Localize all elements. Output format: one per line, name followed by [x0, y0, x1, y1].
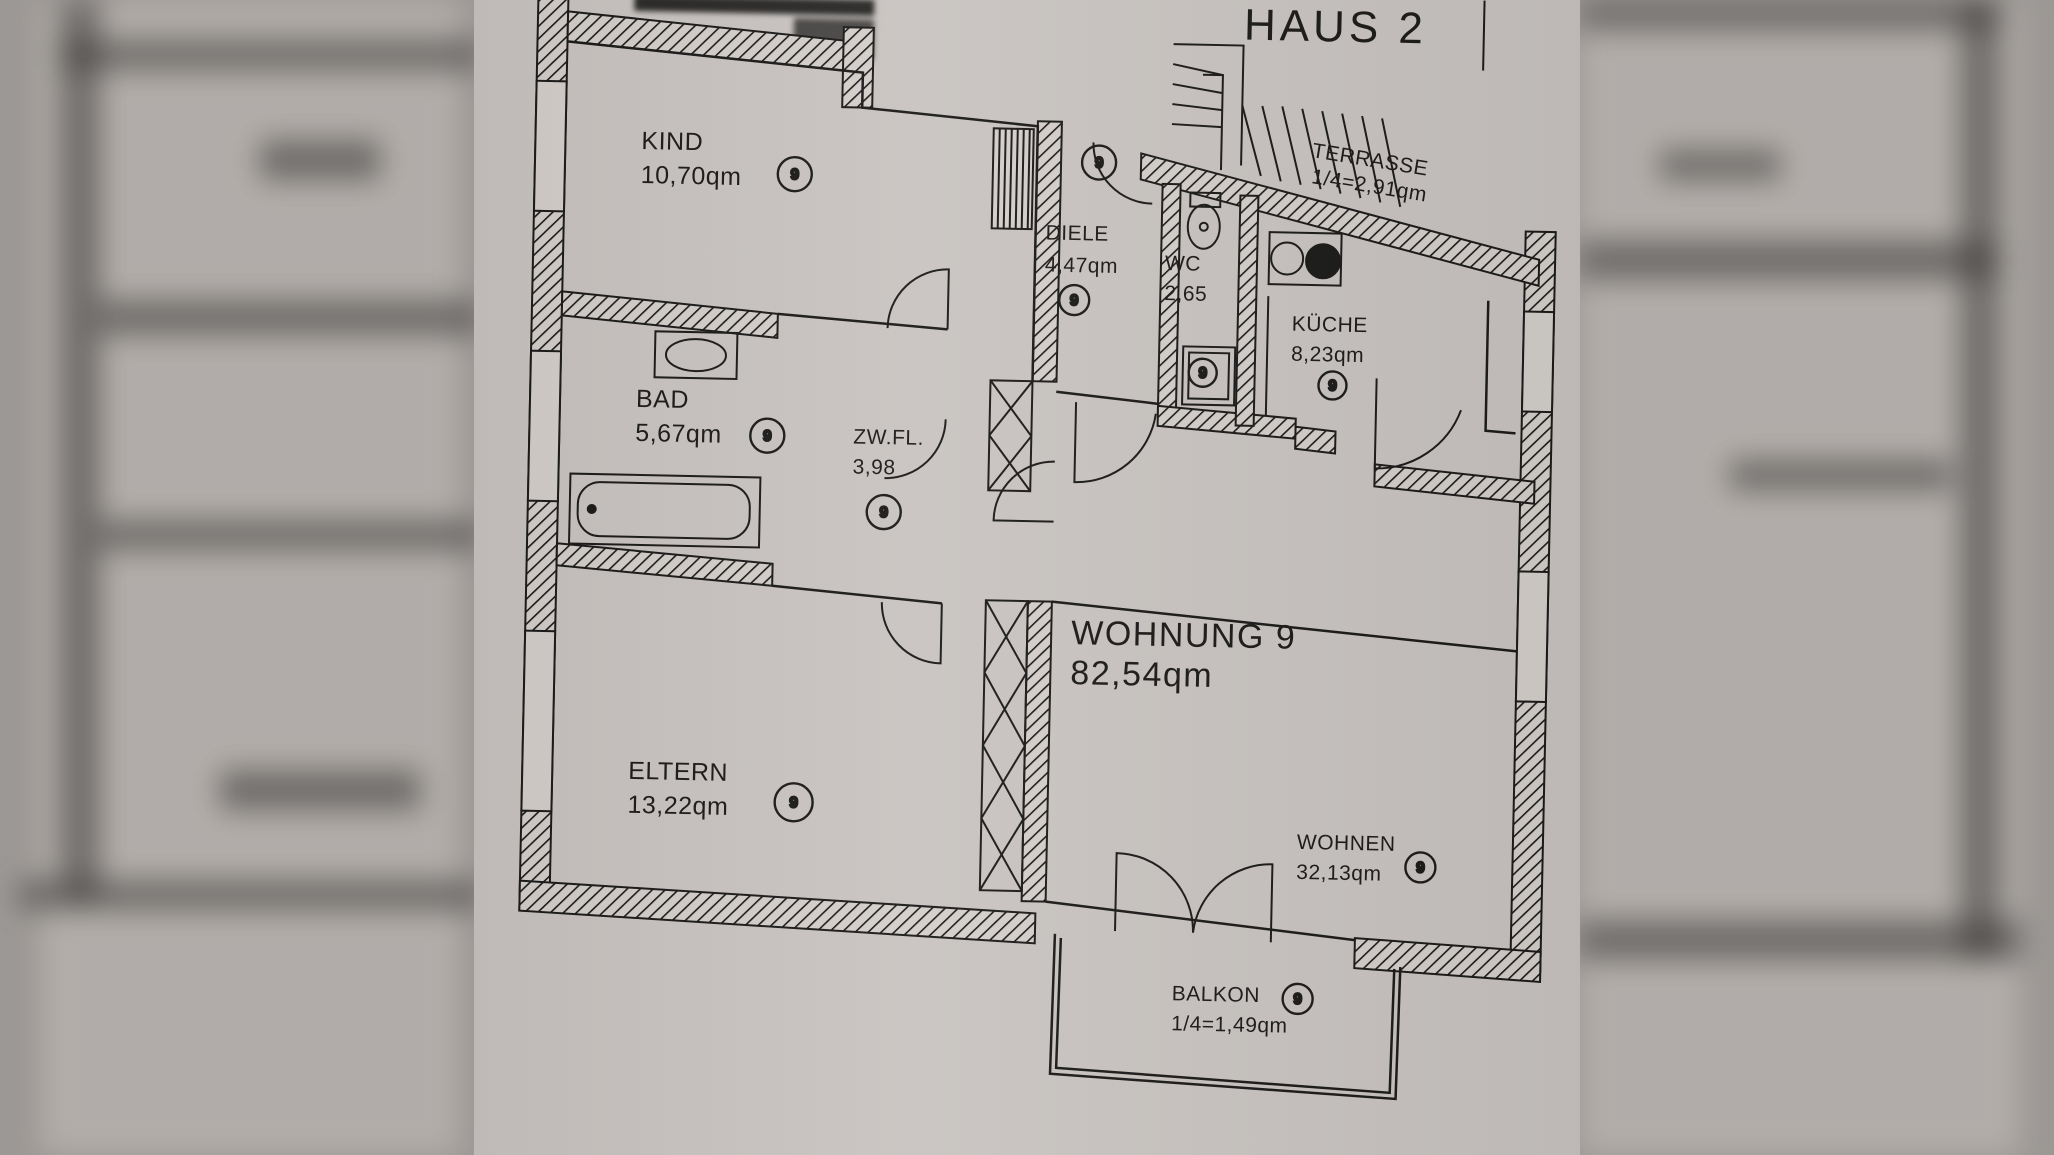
unit-badge: 9	[1281, 982, 1314, 1016]
svg-text:9: 9	[789, 794, 798, 811]
unit-badge: 9	[1187, 357, 1218, 388]
room-area-diele: 4,47qm	[1045, 253, 1119, 278]
room-area-balkon: 1/4=1,49qm	[1171, 1012, 1288, 1037]
room-area-wohnen: 32,13qm	[1296, 861, 1382, 886]
unit-badge: 9	[749, 417, 786, 454]
unit-badge: 9	[1058, 283, 1091, 317]
room-area-bad: 5,67qm	[635, 419, 722, 449]
room-label-wohnen: WOHNEN	[1297, 831, 1396, 856]
unit-badge: 9	[776, 155, 813, 193]
svg-text:9: 9	[1070, 292, 1079, 309]
unit-badge: 9	[1317, 370, 1348, 401]
building-label: HAUS 2	[1243, 1, 1427, 54]
vent-grille	[990, 127, 1035, 231]
unit-badge: 9	[1404, 851, 1437, 884]
room-outlines	[567, 40, 1518, 942]
room-label-diele: DIELE	[1045, 221, 1109, 245]
svg-text:9: 9	[763, 428, 772, 445]
svg-text:9: 9	[1095, 154, 1104, 171]
unit-badge: 9	[865, 493, 902, 531]
floor-plan-sheet: HAUS 2 KIND 10,70qm DIELE 4,47qm WC 2,65…	[474, 0, 1580, 1155]
unit-badge: 9	[773, 782, 814, 823]
room-area-kueche: 8,23qm	[1291, 343, 1365, 368]
room-label-kueche: KÜCHE	[1292, 313, 1368, 338]
room-label-zwfl: ZW.FL.	[853, 425, 924, 449]
room-label-eltern: ELTERN	[628, 757, 728, 787]
svg-text:9: 9	[1198, 365, 1207, 382]
unit-area: 82,54qm	[1070, 654, 1214, 695]
balcony-outline	[1048, 933, 1402, 1101]
unit-number-badges: 9 9 9 9 9	[749, 144, 1437, 1016]
room-area-zwfl: 3,98	[852, 455, 895, 479]
floor-plan-drawing: HAUS 2 KIND 10,70qm DIELE 4,47qm WC 2,65…	[518, 0, 1557, 1101]
svg-text:9: 9	[1416, 859, 1425, 876]
unit-badge: 9	[1080, 144, 1118, 181]
sanitary-fixtures	[567, 191, 1343, 549]
door-swings	[880, 142, 1462, 943]
svg-text:9: 9	[1293, 991, 1302, 1008]
room-label-balkon: BALKON	[1171, 982, 1260, 1007]
wardrobes	[978, 379, 1034, 893]
room-label-bad: BAD	[636, 385, 689, 414]
room-label-kind: KIND	[641, 127, 703, 156]
blurred-background-left	[0, 0, 474, 1155]
svg-text:9: 9	[1328, 377, 1337, 394]
svg-text:9: 9	[790, 166, 799, 183]
room-label-wc: WC	[1165, 252, 1201, 276]
blurred-background-right	[1580, 0, 2054, 1155]
staircase	[1171, 0, 1486, 208]
room-area-kind: 10,70qm	[640, 161, 741, 191]
room-area-wc: 2,65	[1164, 282, 1207, 306]
room-area-eltern: 13,22qm	[627, 791, 728, 821]
svg-text:9: 9	[879, 504, 888, 521]
unit-label: WOHNUNG 9	[1071, 614, 1297, 657]
windows	[520, 79, 1556, 813]
